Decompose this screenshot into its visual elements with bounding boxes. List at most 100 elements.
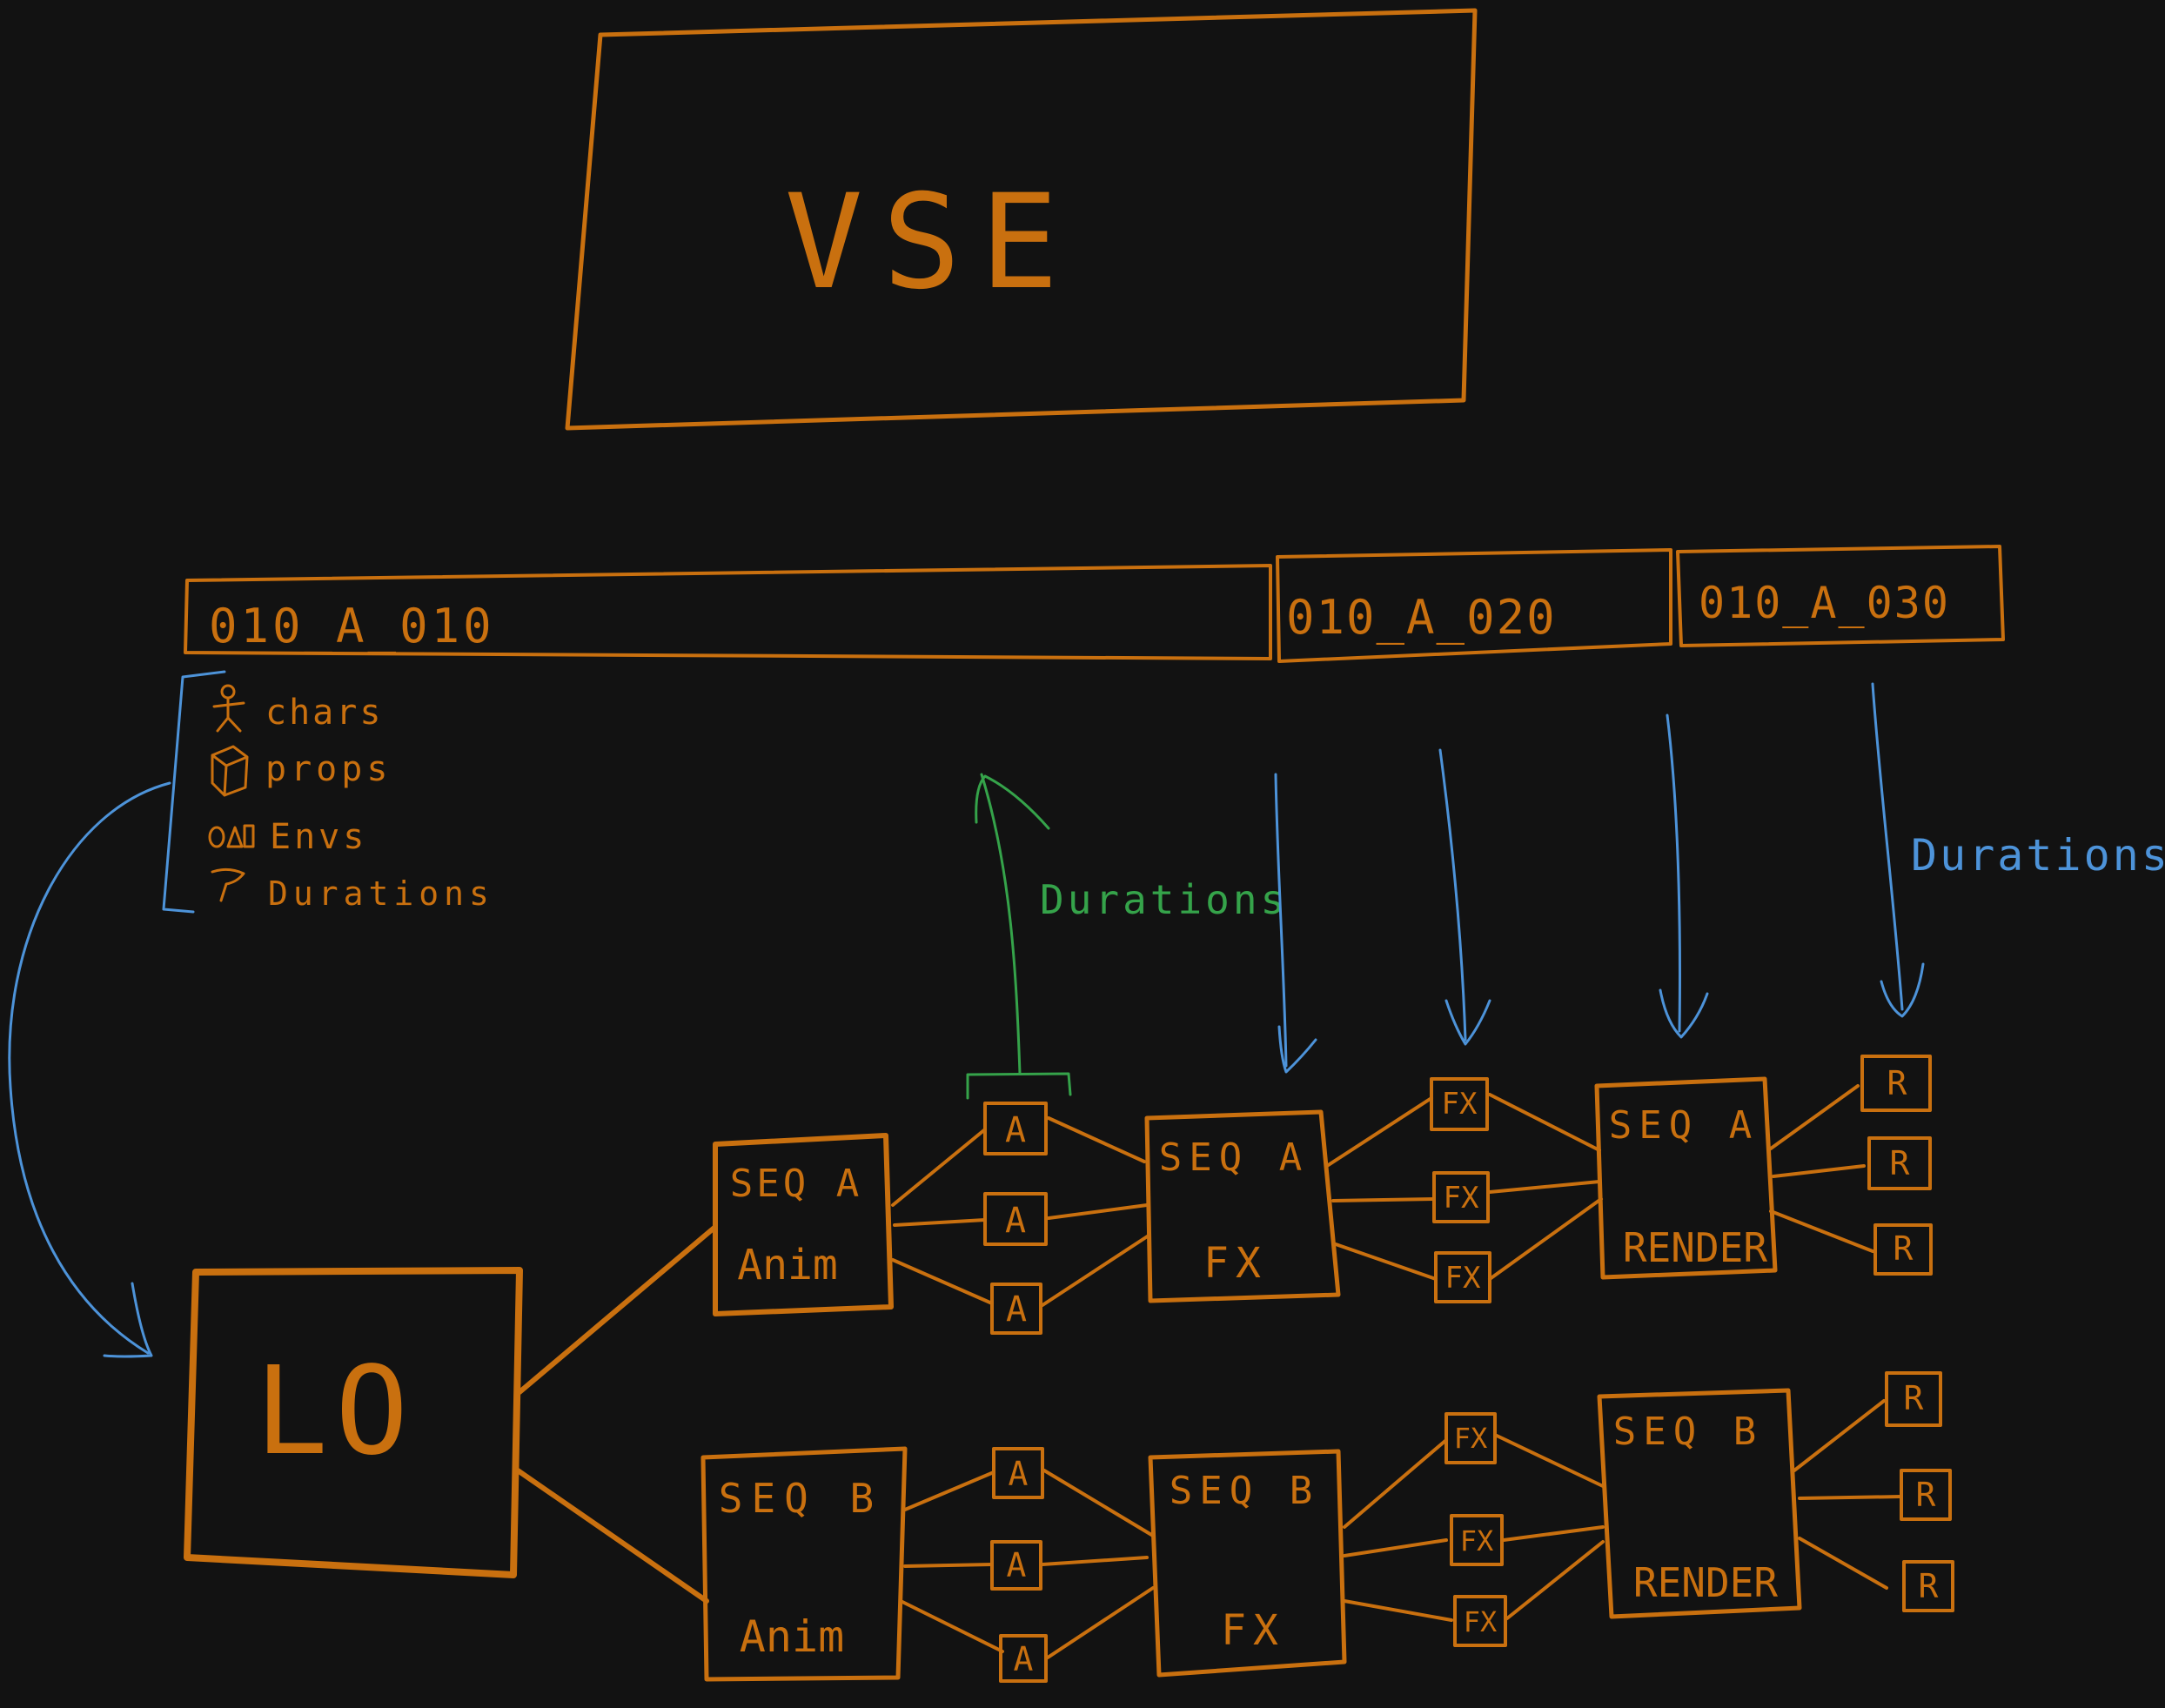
legend-label: Durations	[268, 874, 494, 913]
output-label: A	[1009, 1455, 1029, 1493]
output-label: R	[1887, 1064, 1907, 1102]
shot-strip-020: 010_A_020	[1276, 548, 1672, 663]
seq-a-render-outputs: R R R	[1860, 1055, 1933, 1276]
sequence-b-row: SEQ B Anim A A A	[700, 1371, 1954, 1683]
anim-output-3: A	[990, 1283, 1042, 1335]
anim-output-3: A	[999, 1634, 1048, 1683]
shot-timeline: 010_A_010 010_A_020 010_A_030	[184, 545, 2005, 663]
output-label: FX	[1445, 1261, 1481, 1296]
node-title: SEQ B	[719, 1475, 882, 1522]
anim-to-fx-links	[1041, 1469, 1155, 1659]
output-label: FX	[1442, 1087, 1478, 1122]
fx-output-2: FX	[1450, 1514, 1504, 1566]
seq-b-anim-node: SEQ B Anim	[700, 1446, 908, 1682]
node-box	[1144, 1109, 1341, 1303]
anim-output-1: A	[983, 1102, 1048, 1155]
shot-box	[1676, 545, 2005, 647]
legend-item-durations: Durations	[211, 867, 494, 913]
sequence-a-row: SEQ A Anim A A A	[713, 1055, 1933, 1335]
green-durations-label: Durations	[1040, 876, 1288, 923]
person-icon	[212, 684, 245, 733]
node-box	[1594, 1076, 1778, 1280]
node-title: SEQ B	[1613, 1410, 1763, 1454]
legend-label: chars	[265, 693, 383, 733]
render-output-2: R	[1867, 1136, 1932, 1190]
lo-box	[184, 1267, 523, 1578]
seq-b-render-node: SEQ B RENDER	[1597, 1388, 1802, 1619]
arrow-head	[103, 1282, 153, 1358]
seq-b-fx-outputs: FX FX FX	[1444, 1412, 1507, 1647]
output-label: A	[1014, 1640, 1034, 1678]
fx-output-2: FX	[1432, 1171, 1490, 1223]
node-box	[1148, 1449, 1347, 1678]
blue-durations-label: Durations	[1911, 830, 2165, 881]
output-label: R	[1894, 1229, 1914, 1268]
output-label: A	[1005, 1201, 1026, 1241]
node-title: SEQ A	[1159, 1135, 1309, 1180]
legend-label: Envs	[270, 817, 367, 857]
legend-item-props: props	[211, 745, 387, 797]
output-label: A	[1005, 1110, 1026, 1150]
node-subtitle: Anim	[740, 1611, 844, 1662]
timer-icon	[211, 867, 245, 902]
output-label: R	[1890, 1144, 1910, 1182]
node-box	[700, 1446, 908, 1682]
curved-arrow-line	[8, 781, 171, 1355]
vse-box	[565, 8, 1478, 431]
environment-icon	[208, 824, 255, 848]
down-arrow-3	[1659, 713, 1709, 1039]
render-output-1: R	[1860, 1055, 1932, 1112]
lo-node: LO	[184, 1267, 523, 1578]
legend-item-chars: chars	[212, 684, 383, 733]
seq-b-render-outputs: R R R	[1885, 1371, 1954, 1612]
shot-label: 010_A_030	[1699, 578, 1950, 628]
node-subtitle: RENDER	[1633, 1559, 1778, 1606]
output-label: FX	[1464, 1605, 1498, 1638]
arrow-shaft	[980, 773, 1022, 1075]
render-output-3: R	[1902, 1560, 1954, 1612]
output-label: FX	[1454, 1422, 1488, 1455]
fx-output-1: FX	[1430, 1077, 1489, 1131]
cube-icon	[211, 745, 249, 797]
output-label: FX	[1444, 1181, 1479, 1216]
render-output-1: R	[1885, 1371, 1942, 1427]
seq-a-fx-outputs: FX FX FX	[1430, 1077, 1491, 1303]
anim-output-links	[899, 1470, 1004, 1653]
shot-strip-010: 010_A_010	[184, 564, 1272, 660]
seq-a-anim-outputs: A A A	[983, 1102, 1048, 1335]
anim-output-2: A	[990, 1540, 1042, 1591]
node-title: SEQ B	[1170, 1469, 1319, 1513]
down-arrow-4	[1871, 682, 1925, 1018]
node-subtitle: FX	[1221, 1606, 1285, 1655]
node-box	[1597, 1388, 1802, 1619]
output-label: A	[1006, 1289, 1027, 1330]
shot-strip-030: 010_A_030	[1676, 545, 2005, 647]
node-subtitle: FX	[1203, 1239, 1268, 1288]
shot-duration-arrows: Durations	[1274, 682, 2165, 1074]
output-label: R	[1916, 1476, 1936, 1514]
down-arrow-2	[1438, 748, 1491, 1046]
vse-node: VSE	[565, 8, 1478, 431]
fx-output-3: FX	[1434, 1251, 1491, 1303]
shot-label: 010_A_010	[209, 599, 495, 653]
anim-output-1: A	[992, 1447, 1044, 1499]
anim-to-fx-links	[1041, 1116, 1150, 1307]
fx-to-render-links	[1495, 1434, 1605, 1620]
output-label: R	[1904, 1379, 1924, 1417]
legend-bracket	[162, 670, 226, 914]
node-subtitle: Anim	[737, 1241, 838, 1289]
node-subtitle: RENDER	[1623, 1224, 1767, 1271]
asset-legend: chars props Envs Durations	[162, 670, 494, 914]
render-output-links	[1793, 1399, 1903, 1590]
anim-output-2: A	[983, 1192, 1048, 1246]
seq-b-fx-node: SEQ B FX	[1148, 1449, 1347, 1678]
lo-connectors	[515, 1224, 718, 1604]
anim-output-links	[891, 1128, 994, 1305]
node-title: SEQ A	[1609, 1103, 1759, 1148]
fx-output-1: FX	[1444, 1412, 1497, 1464]
shot-box	[184, 564, 1272, 660]
render-output-2: R	[1900, 1469, 1952, 1521]
output-label: FX	[1460, 1524, 1494, 1557]
legend-to-lo-arrow	[8, 781, 171, 1358]
